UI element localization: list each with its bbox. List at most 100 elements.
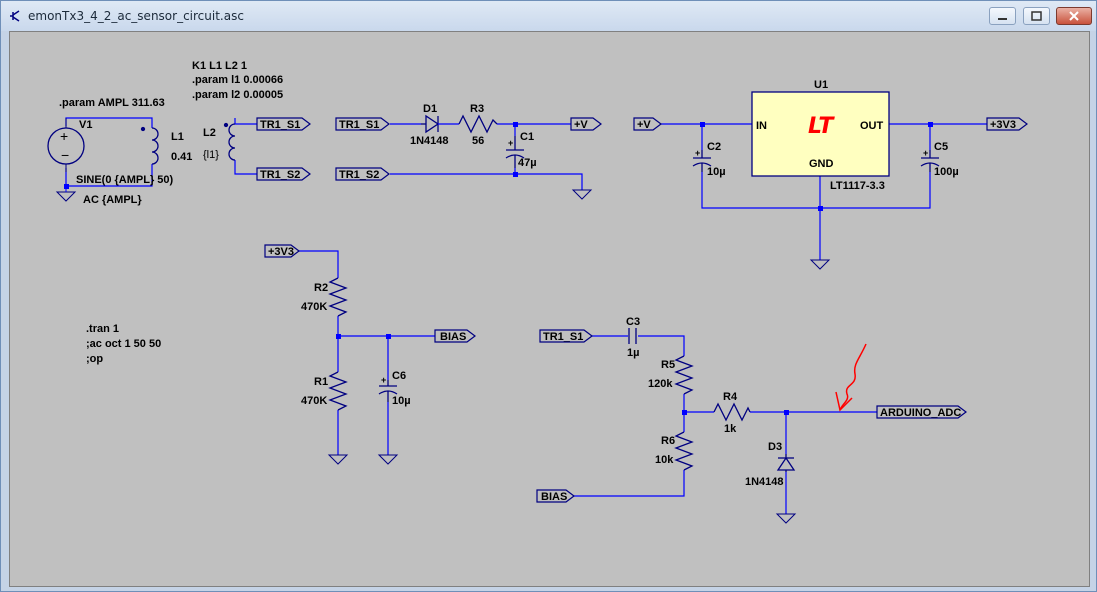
ground-icon bbox=[809, 259, 831, 270]
close-button[interactable] bbox=[1056, 7, 1092, 25]
net-label-tr1-s2: TR1_S2 bbox=[260, 169, 300, 181]
r4-value: 1k bbox=[724, 423, 737, 435]
voltage-source-v1[interactable]: + − bbox=[47, 118, 85, 172]
directive-coupling[interactable]: K1 L1 L2 1 bbox=[192, 60, 247, 72]
net-flag-bias-out[interactable] bbox=[434, 329, 476, 343]
net-label-3v3: +3V3 bbox=[268, 246, 294, 258]
capacitor-c5[interactable] bbox=[920, 150, 940, 172]
l2-value: {l1} bbox=[203, 149, 219, 161]
net-flag-vplus-out[interactable] bbox=[570, 117, 602, 131]
minimize-icon bbox=[998, 18, 1007, 20]
ground-icon bbox=[377, 454, 399, 465]
capacitor-c3[interactable] bbox=[628, 328, 637, 344]
capacitor-c1[interactable] bbox=[505, 136, 525, 168]
l1-value: 0.41 bbox=[171, 151, 192, 163]
directive-tran[interactable]: .tran 1 bbox=[86, 323, 119, 335]
polarity-plus-icon: + bbox=[381, 375, 386, 385]
net-label-vplus: +V bbox=[637, 119, 651, 131]
net-label-arduino-adc: ARDUINO_ADC bbox=[880, 407, 961, 419]
minimize-button[interactable] bbox=[989, 7, 1016, 25]
directive-ampl[interactable]: .param AMPL 311.63 bbox=[59, 97, 165, 109]
r6-name: R6 bbox=[661, 435, 675, 447]
net-label-3v3: +3V3 bbox=[990, 119, 1016, 131]
c3-name: C3 bbox=[626, 316, 640, 328]
junction-dot bbox=[784, 410, 789, 415]
ground-icon bbox=[55, 191, 77, 202]
red-arrow-annotation bbox=[835, 343, 867, 412]
net-flag-3v3-out[interactable] bbox=[986, 117, 1028, 131]
r4-name: R4 bbox=[723, 391, 738, 403]
directive-ac[interactable]: ;ac oct 1 50 50 bbox=[86, 338, 161, 350]
net-flag-tr1-s1-in[interactable] bbox=[335, 117, 390, 131]
directive-op[interactable]: ;op bbox=[86, 353, 103, 365]
c6-value: 10µ bbox=[392, 395, 411, 407]
junction-dot bbox=[682, 410, 687, 415]
junction-dot bbox=[818, 206, 823, 211]
r2-value: 470K bbox=[301, 301, 327, 313]
net-label-tr1-s1: TR1_S1 bbox=[260, 119, 300, 131]
plus-icon: + bbox=[60, 128, 68, 144]
capacitor-c2[interactable] bbox=[692, 150, 712, 172]
schematic-canvas[interactable]: + − bbox=[9, 31, 1090, 587]
net-label-vplus: +V bbox=[574, 119, 588, 131]
ltspice-schematic-icon bbox=[10, 10, 20, 22]
inductor-l2[interactable] bbox=[223, 122, 236, 161]
junction-dot bbox=[513, 122, 518, 127]
r5-name: R5 bbox=[661, 359, 675, 371]
ground-icon bbox=[775, 513, 797, 524]
net-label-tr1-s2: TR1_S2 bbox=[339, 169, 379, 181]
restore-icon bbox=[1031, 11, 1042, 21]
maximize-button[interactable] bbox=[1023, 7, 1050, 25]
net-flag-bias-in[interactable] bbox=[536, 489, 575, 503]
junction-dot bbox=[386, 334, 391, 339]
v1-ac: AC {AMPL} bbox=[83, 194, 142, 206]
net-label-tr1-s1: TR1_S1 bbox=[543, 331, 583, 343]
polarity-plus-icon: + bbox=[508, 138, 513, 148]
polarity-plus-icon: + bbox=[923, 148, 928, 158]
close-icon bbox=[1069, 11, 1079, 21]
d3-name: D3 bbox=[768, 441, 782, 453]
lt-logo: LT bbox=[808, 114, 835, 139]
r3-value: 56 bbox=[472, 135, 484, 147]
c2-value: 10µ bbox=[707, 166, 726, 178]
r1-value: 470K bbox=[301, 395, 327, 407]
minus-icon: − bbox=[61, 147, 69, 163]
directive-l2[interactable]: .param l2 0.00005 bbox=[192, 89, 283, 101]
resistor-r3[interactable] bbox=[458, 114, 498, 134]
c6-name: C6 bbox=[392, 370, 406, 382]
polarity-plus-icon: + bbox=[695, 148, 700, 158]
r1-name: R1 bbox=[314, 376, 328, 388]
net-flag-vplus-in[interactable] bbox=[633, 117, 662, 131]
resistor-r5[interactable] bbox=[674, 355, 694, 395]
u1-pin-in: IN bbox=[756, 120, 767, 132]
wires bbox=[65, 117, 987, 514]
resistor-r2[interactable] bbox=[328, 277, 348, 317]
net-flag-arduino-adc[interactable] bbox=[876, 405, 967, 419]
c3-value: 1µ bbox=[627, 347, 639, 359]
v1-value: SINE(0 {AMPL} 50) bbox=[76, 174, 174, 186]
r3-name: R3 bbox=[470, 103, 484, 115]
net-flag-3v3-in[interactable] bbox=[264, 244, 300, 258]
inductor-l1[interactable] bbox=[140, 126, 159, 165]
directive-l1[interactable]: .param l1 0.00066 bbox=[192, 74, 283, 86]
u1-pin-gnd: GND bbox=[809, 158, 834, 170]
regulator-u1[interactable]: LT bbox=[751, 91, 890, 177]
resistor-r4[interactable] bbox=[713, 402, 751, 422]
window-title: emonTx3_4_2_ac_sensor_circuit.asc bbox=[28, 9, 244, 23]
net-label-bias: BIAS bbox=[541, 491, 567, 503]
r2-name: R2 bbox=[314, 282, 328, 294]
l1-name: L1 bbox=[171, 131, 184, 143]
title-bar: emonTx3_4_2_ac_sensor_circuit.asc bbox=[1, 1, 1096, 31]
u1-pin-out: OUT bbox=[860, 120, 884, 132]
resistor-r6[interactable] bbox=[674, 431, 694, 471]
r5-value: 120k bbox=[648, 378, 673, 390]
diode-d1[interactable] bbox=[421, 114, 459, 134]
capacitor-c6[interactable] bbox=[378, 380, 398, 402]
net-flag-tr1-s2-out[interactable] bbox=[256, 167, 311, 181]
diode-d3[interactable] bbox=[776, 454, 796, 472]
resistor-r1[interactable] bbox=[328, 371, 348, 411]
net-flag-tr1-s1-out[interactable] bbox=[256, 117, 311, 131]
net-flag-tr1-s2-in[interactable] bbox=[335, 167, 390, 181]
c5-value: 100µ bbox=[934, 166, 959, 178]
net-flag-tr1-s1-c3[interactable] bbox=[539, 329, 593, 343]
